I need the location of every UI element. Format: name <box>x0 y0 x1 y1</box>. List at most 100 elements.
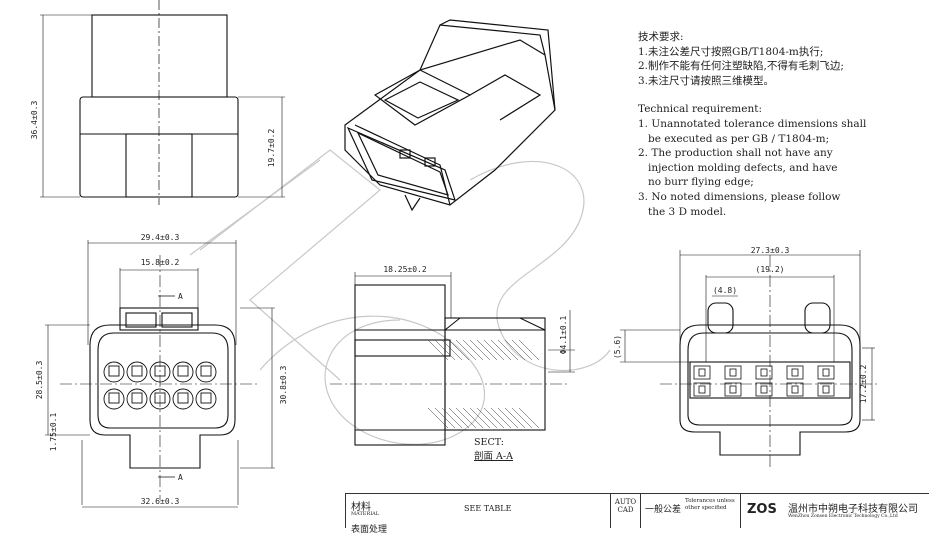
cad-label: CAD <box>617 506 634 514</box>
hatch-line <box>497 407 519 429</box>
dim-side-inner: 19.7±0.2 <box>267 129 276 168</box>
hatch-line <box>476 339 498 361</box>
notes-en-item: no burr flying edge; <box>638 176 754 189</box>
notes-en-item: injection molding defects, and have <box>638 161 838 174</box>
watermark-logo <box>189 149 611 445</box>
dim-section-dia: Φ4.1±0.1 <box>559 316 568 355</box>
hatch-line <box>441 407 463 429</box>
hatch-line <box>476 407 498 429</box>
dim-rear-width: 27.3±0.3 <box>751 246 790 255</box>
notes-en-item: 3. No noted dimensions, please follow <box>638 190 841 203</box>
hatch-line <box>518 339 540 361</box>
rear-terminal-pin <box>698 368 706 377</box>
hatch-line <box>469 407 491 429</box>
cavity <box>172 361 194 383</box>
rear-terminals <box>693 365 835 397</box>
surface-label: 表面处理 <box>351 525 388 535</box>
dim-front-height: 28.5±0.3 <box>35 361 44 400</box>
company-logo: ZOS <box>747 502 777 517</box>
dim-section-width: 18.25±0.2 <box>383 265 427 274</box>
side-view <box>40 0 285 205</box>
rear-terminal-pin <box>760 368 768 377</box>
hatch-line <box>462 339 484 361</box>
cavity-terminal <box>177 392 189 404</box>
hatch-line <box>497 339 519 361</box>
cavity <box>172 388 194 410</box>
dim-front-total-height: 30.8±0.3 <box>279 366 288 405</box>
hatch-line <box>504 339 526 361</box>
cavity-terminal <box>131 365 143 377</box>
notes-en-item: the 3 D model. <box>638 205 727 218</box>
hatch-line <box>462 407 484 429</box>
hatch-line <box>441 339 463 361</box>
notes-cn-item: 1.未注公差尺寸按照GB/T1804-m执行; <box>638 45 824 58</box>
cavity-terminal <box>200 392 212 404</box>
hatch-line <box>427 407 449 429</box>
rear-terminal-pin <box>729 368 737 377</box>
rear-terminal-pin <box>698 385 706 394</box>
hatch-line <box>511 407 533 429</box>
dim-front-width: 29.4±0.3 <box>141 233 180 242</box>
cavity-terminal <box>131 392 143 404</box>
material-label-en: MATERIAL <box>351 511 380 517</box>
title-block: 材料 MATERIAL SEE TABLE 表面处理 AUTO CAD 一般公差… <box>345 493 929 535</box>
dim-rear-side: (5.6) <box>613 335 622 359</box>
cavity <box>103 388 125 410</box>
rear-terminal-pin <box>822 385 830 394</box>
tolerance-label: 一般公差 <box>645 505 682 515</box>
rear-terminal <box>786 365 804 380</box>
technical-notes: 技术要求: 1.未注公差尺寸按照GB/T1804-m执行; 2.制作不能有任何注… <box>638 30 923 219</box>
cavity <box>195 388 217 410</box>
section-view <box>330 272 575 446</box>
cavity-terminal <box>200 365 212 377</box>
company-name: 温州市中朔电子科技有限公司 <box>788 504 918 515</box>
cavity-terminal <box>108 392 120 404</box>
hatch-line <box>483 339 505 361</box>
rear-terminal <box>693 382 711 397</box>
rear-terminal-pin <box>760 385 768 394</box>
hatch-line <box>469 339 491 361</box>
rear-terminal <box>786 382 804 397</box>
front-cavities <box>103 361 217 410</box>
rear-terminal <box>755 365 773 380</box>
cavity <box>195 361 217 383</box>
notes-en-title: Technical requirement: <box>638 103 763 116</box>
tolerance-note-1: Tolerances unless <box>685 498 735 504</box>
cavity <box>149 361 171 383</box>
rear-terminal <box>724 382 742 397</box>
hatch-line <box>490 339 512 361</box>
hatch-line <box>518 407 540 429</box>
rear-terminal-pin <box>729 385 737 394</box>
front-view <box>45 240 275 508</box>
material-value: SEE TABLE <box>464 504 512 513</box>
rear-terminal <box>817 382 835 397</box>
cavity <box>126 361 148 383</box>
rear-terminal <box>724 365 742 380</box>
cavity-terminal <box>177 365 189 377</box>
notes-en-item: 1. Unannotated tolerance dimensions shal… <box>638 117 867 130</box>
section-label-en: SECT: <box>474 437 504 448</box>
dim-rear-height: 17.2±0.2 <box>859 365 868 404</box>
hatch-line <box>448 407 470 429</box>
hatch-line <box>504 407 526 429</box>
dim-rear-inner: (19.2) <box>756 265 785 274</box>
notes-cn-title: 技术要求: <box>638 31 684 43</box>
dim-rear-pitch: (4.8) <box>713 286 737 295</box>
section-hatch <box>427 339 540 429</box>
rear-terminal <box>755 382 773 397</box>
hatch-line <box>448 339 470 361</box>
section-marker-top: A <box>178 292 183 301</box>
notes-cn-item: 3.未注尺寸请按照三维模型。 <box>638 74 775 87</box>
auto-label: AUTO <box>614 498 637 506</box>
hatch-line <box>483 407 505 429</box>
cavity <box>103 361 125 383</box>
notes-en-item: be executed as per GB / T1804-m; <box>638 132 830 145</box>
cavity-terminal <box>154 365 166 377</box>
material-label: 材料 <box>351 502 371 513</box>
hatch-line <box>427 339 449 361</box>
rear-terminal-pin <box>791 368 799 377</box>
isometric-view <box>344 19 556 212</box>
hatch-line <box>434 339 456 361</box>
company-name-en: WenZhou Zonsen Electronic Technology Co.… <box>788 514 898 519</box>
cavity-terminal <box>154 392 166 404</box>
